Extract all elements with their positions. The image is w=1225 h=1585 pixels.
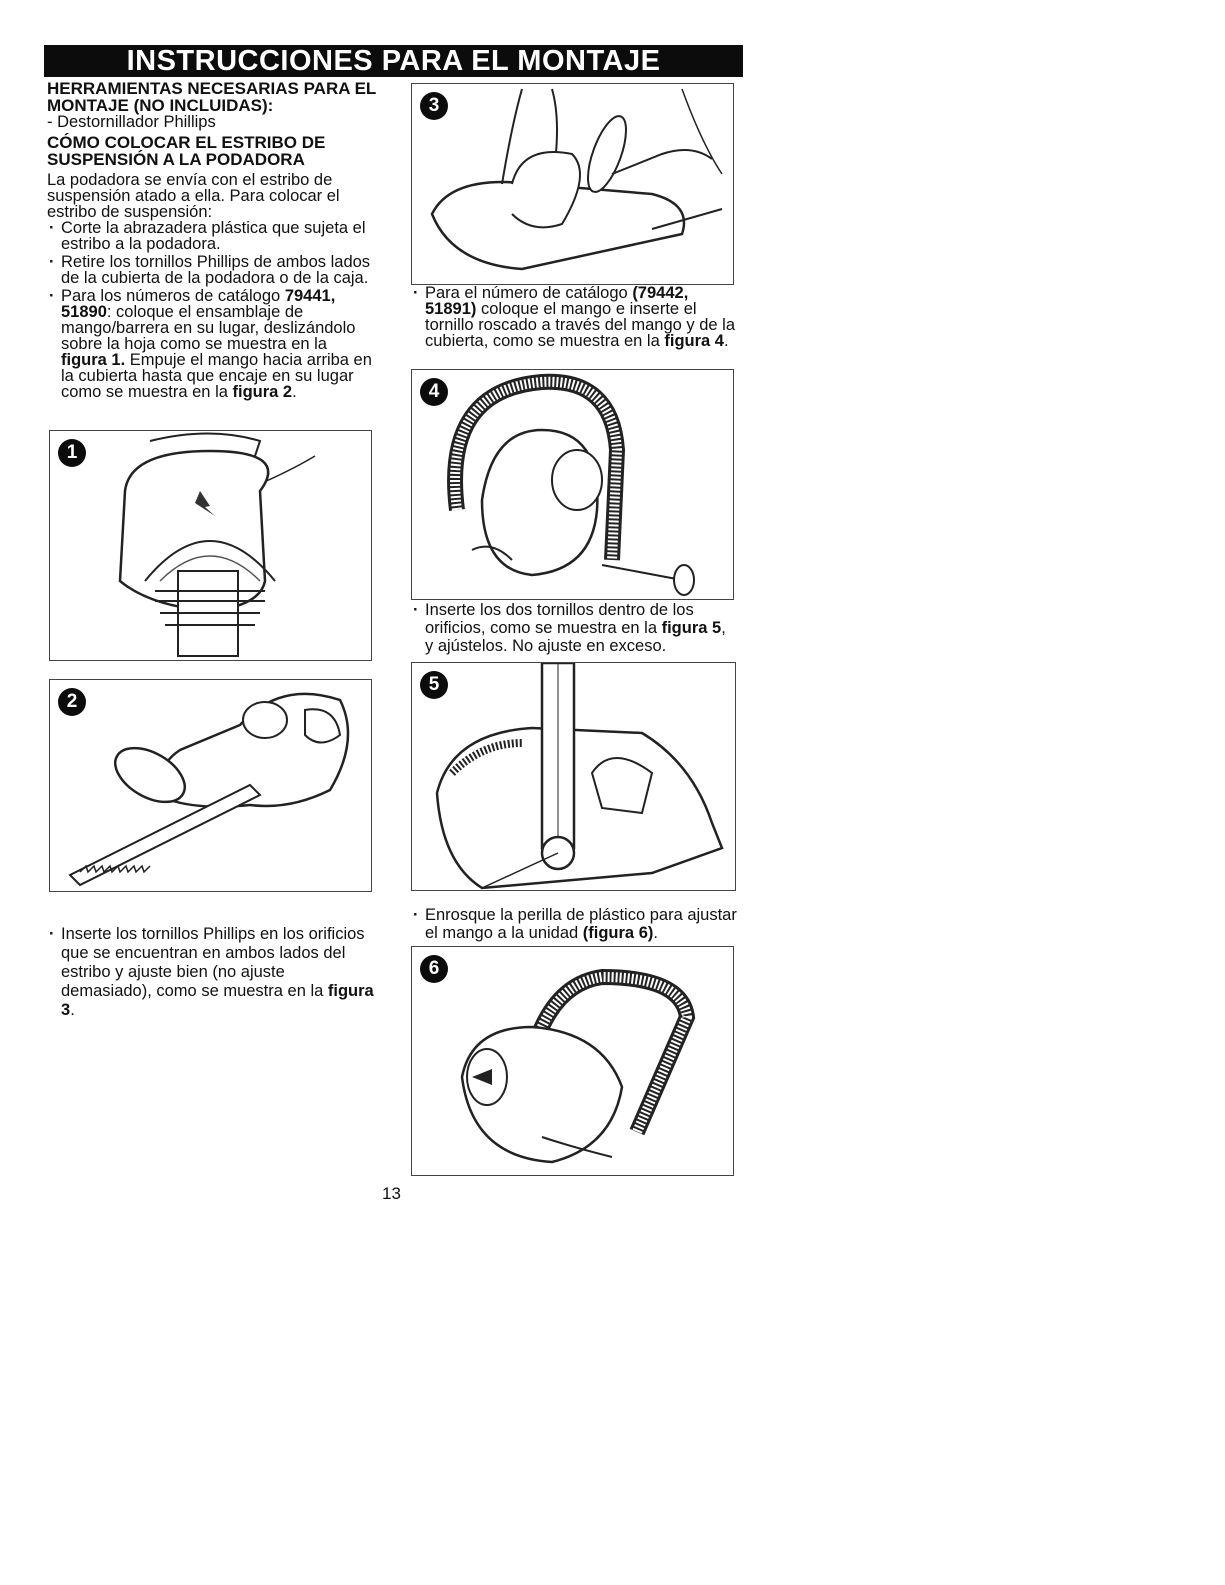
bullet-catalog-79442: Para el número de catálogo (79442, 51891…: [411, 285, 736, 350]
figure-2-number: 2: [58, 688, 86, 716]
right-text-block-3: Enrosque la perilla de plástico para aju…: [411, 906, 746, 942]
left-text-column: HERRAMIENTAS NECESARIAS PARA EL MONTAJE …: [47, 80, 377, 400]
figure-5-number: 5: [420, 671, 448, 699]
figure-4-number: 4: [420, 378, 448, 406]
section-heading: CÓMO COLOCAR EL ESTRIBO DE SUSPENSIÓN A …: [47, 133, 326, 169]
figure-4: 4: [411, 369, 734, 600]
bullet-screw-knob: Enrosque la perilla de plástico para aju…: [411, 906, 746, 942]
bullet-insert-two-screws: Inserte los dos tornillos dentro de los …: [411, 601, 736, 655]
left-bottom-text: Inserte los tornillos Phillips en los or…: [47, 925, 377, 1020]
figure-3-illustration: [430, 88, 723, 271]
intro-paragraph: La podadora se envía con el estribo de s…: [47, 171, 340, 221]
bullet-cut-clamp: Corte la abrazadera plástica que sujeta …: [47, 220, 377, 253]
page-title: INSTRUCCIONES PARA EL MONTAJE: [44, 45, 743, 77]
tools-item: - Destornillador Phillips: [47, 113, 216, 131]
figure-3-number: 3: [420, 92, 448, 120]
figure-5: 5: [411, 662, 736, 891]
figure-6-number: 6: [420, 955, 448, 983]
figure-2-illustration: [68, 692, 350, 887]
figure-6: 6: [411, 946, 734, 1176]
figure-1-illustration: [118, 432, 316, 657]
page-number: 13: [382, 1184, 401, 1203]
figure-1-number: 1: [58, 439, 86, 467]
bullet-insert-screws: Inserte los tornillos Phillips en los or…: [47, 925, 377, 1020]
bullet-remove-screws: Retire los tornillos Phillips de ambos l…: [47, 254, 377, 287]
figure-4-illustration: [447, 373, 695, 596]
figure-3: 3: [411, 83, 734, 285]
tools-heading: HERRAMIENTAS NECESARIAS PARA EL MONTAJE …: [47, 79, 377, 115]
figure-5-illustration: [435, 663, 724, 890]
figure-2: 2: [49, 679, 372, 892]
figure-6-illustration: [460, 968, 696, 1164]
right-text-block-2: Inserte los dos tornillos dentro de los …: [411, 601, 736, 655]
figure-1: 1: [49, 430, 372, 661]
bullet-catalog-79441: Para los números de catálogo 79441, 5189…: [47, 288, 377, 401]
right-text-block-1: Para el número de catálogo (79442, 51891…: [411, 285, 736, 350]
